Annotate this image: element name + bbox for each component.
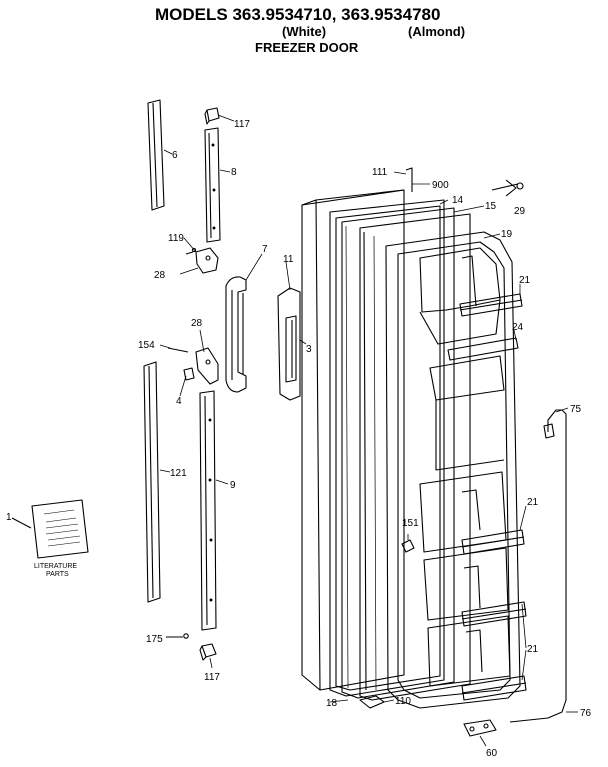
end-cap-top [204, 107, 220, 125]
lower-hinge-bracket [167, 347, 219, 385]
label-14: 14 [452, 195, 464, 206]
label-117-a: 117 [234, 119, 250, 130]
clip [401, 539, 415, 553]
upper-bracket-bar [204, 127, 221, 243]
literature-booklet [11, 499, 89, 559]
door-breaker-strip [359, 213, 471, 701]
door-cam [491, 179, 524, 197]
door-shelf-top [459, 293, 523, 317]
label-28-a: 28 [154, 270, 166, 281]
label-19: 19 [501, 229, 513, 240]
diagram-subtitle: FREEZER DOOR [255, 40, 359, 55]
label-9: 9 [230, 480, 236, 491]
door-outer-panel [301, 167, 413, 691]
label-29: 29 [514, 206, 526, 217]
label-24: 24 [512, 322, 524, 333]
label-154: 154 [138, 340, 155, 351]
lower-bracket-bar [199, 390, 217, 631]
label-28-b: 28 [191, 318, 203, 329]
label-900: 900 [432, 180, 449, 191]
label-75: 75 [570, 404, 582, 415]
lower-gasket-strip [143, 361, 161, 603]
door-shelf-retainer [447, 337, 519, 361]
handle-trim [277, 287, 301, 401]
upper-hinge-bracket [185, 247, 219, 274]
label-111: 111 [372, 167, 388, 178]
label-6: 6 [172, 150, 178, 161]
models-title: MODELS 363.9534710, 363.9534780 [155, 5, 441, 24]
booklet-caption-line1: LITERATURE [34, 563, 77, 570]
variant-almond: (Almond) [408, 24, 466, 39]
label-76: 76 [580, 708, 592, 719]
label-21-c: 21 [527, 644, 539, 655]
label-4: 4 [176, 396, 182, 407]
label-119: 119 [168, 233, 184, 244]
label-7: 7 [262, 244, 268, 255]
door-gasket-frame [329, 199, 455, 699]
label-121: 121 [170, 468, 187, 479]
label-8: 8 [231, 167, 237, 178]
feeler-arm-wire [509, 409, 567, 723]
end-cap-bottom [199, 643, 217, 661]
label-117-b: 117 [204, 672, 220, 683]
label-3: 3 [306, 344, 312, 355]
wire-bracket [463, 719, 497, 737]
diagram-header: MODELS 363.9534710, 363.9534780 (White) … [0, 0, 608, 60]
leader-lines [159, 114, 578, 747]
label-151: 151 [402, 518, 419, 529]
bottom-pad [359, 695, 385, 709]
label-21-a: 21 [519, 275, 531, 286]
label-60: 60 [486, 748, 498, 759]
booklet-caption-line2: PARTS [46, 571, 69, 578]
upper-gasket-strip [147, 99, 165, 211]
door-shelf-bottom [461, 675, 527, 701]
door-shelf-middle [461, 529, 525, 555]
part-labels: 1 3 4 6 7 8 9 11 14 15 18 19 21 21 21 24… [6, 119, 592, 759]
label-18: 18 [326, 698, 338, 709]
label-110: 110 [395, 696, 411, 707]
variant-white: (White) [282, 24, 327, 39]
label-21-b: 21 [527, 497, 539, 508]
door-shelf-lower [461, 601, 527, 627]
screw [166, 633, 189, 639]
label-1: 1 [6, 512, 12, 523]
label-175: 175 [146, 634, 163, 645]
door-handle [225, 276, 247, 393]
label-15: 15 [485, 201, 497, 212]
label-11: 11 [283, 254, 294, 265]
